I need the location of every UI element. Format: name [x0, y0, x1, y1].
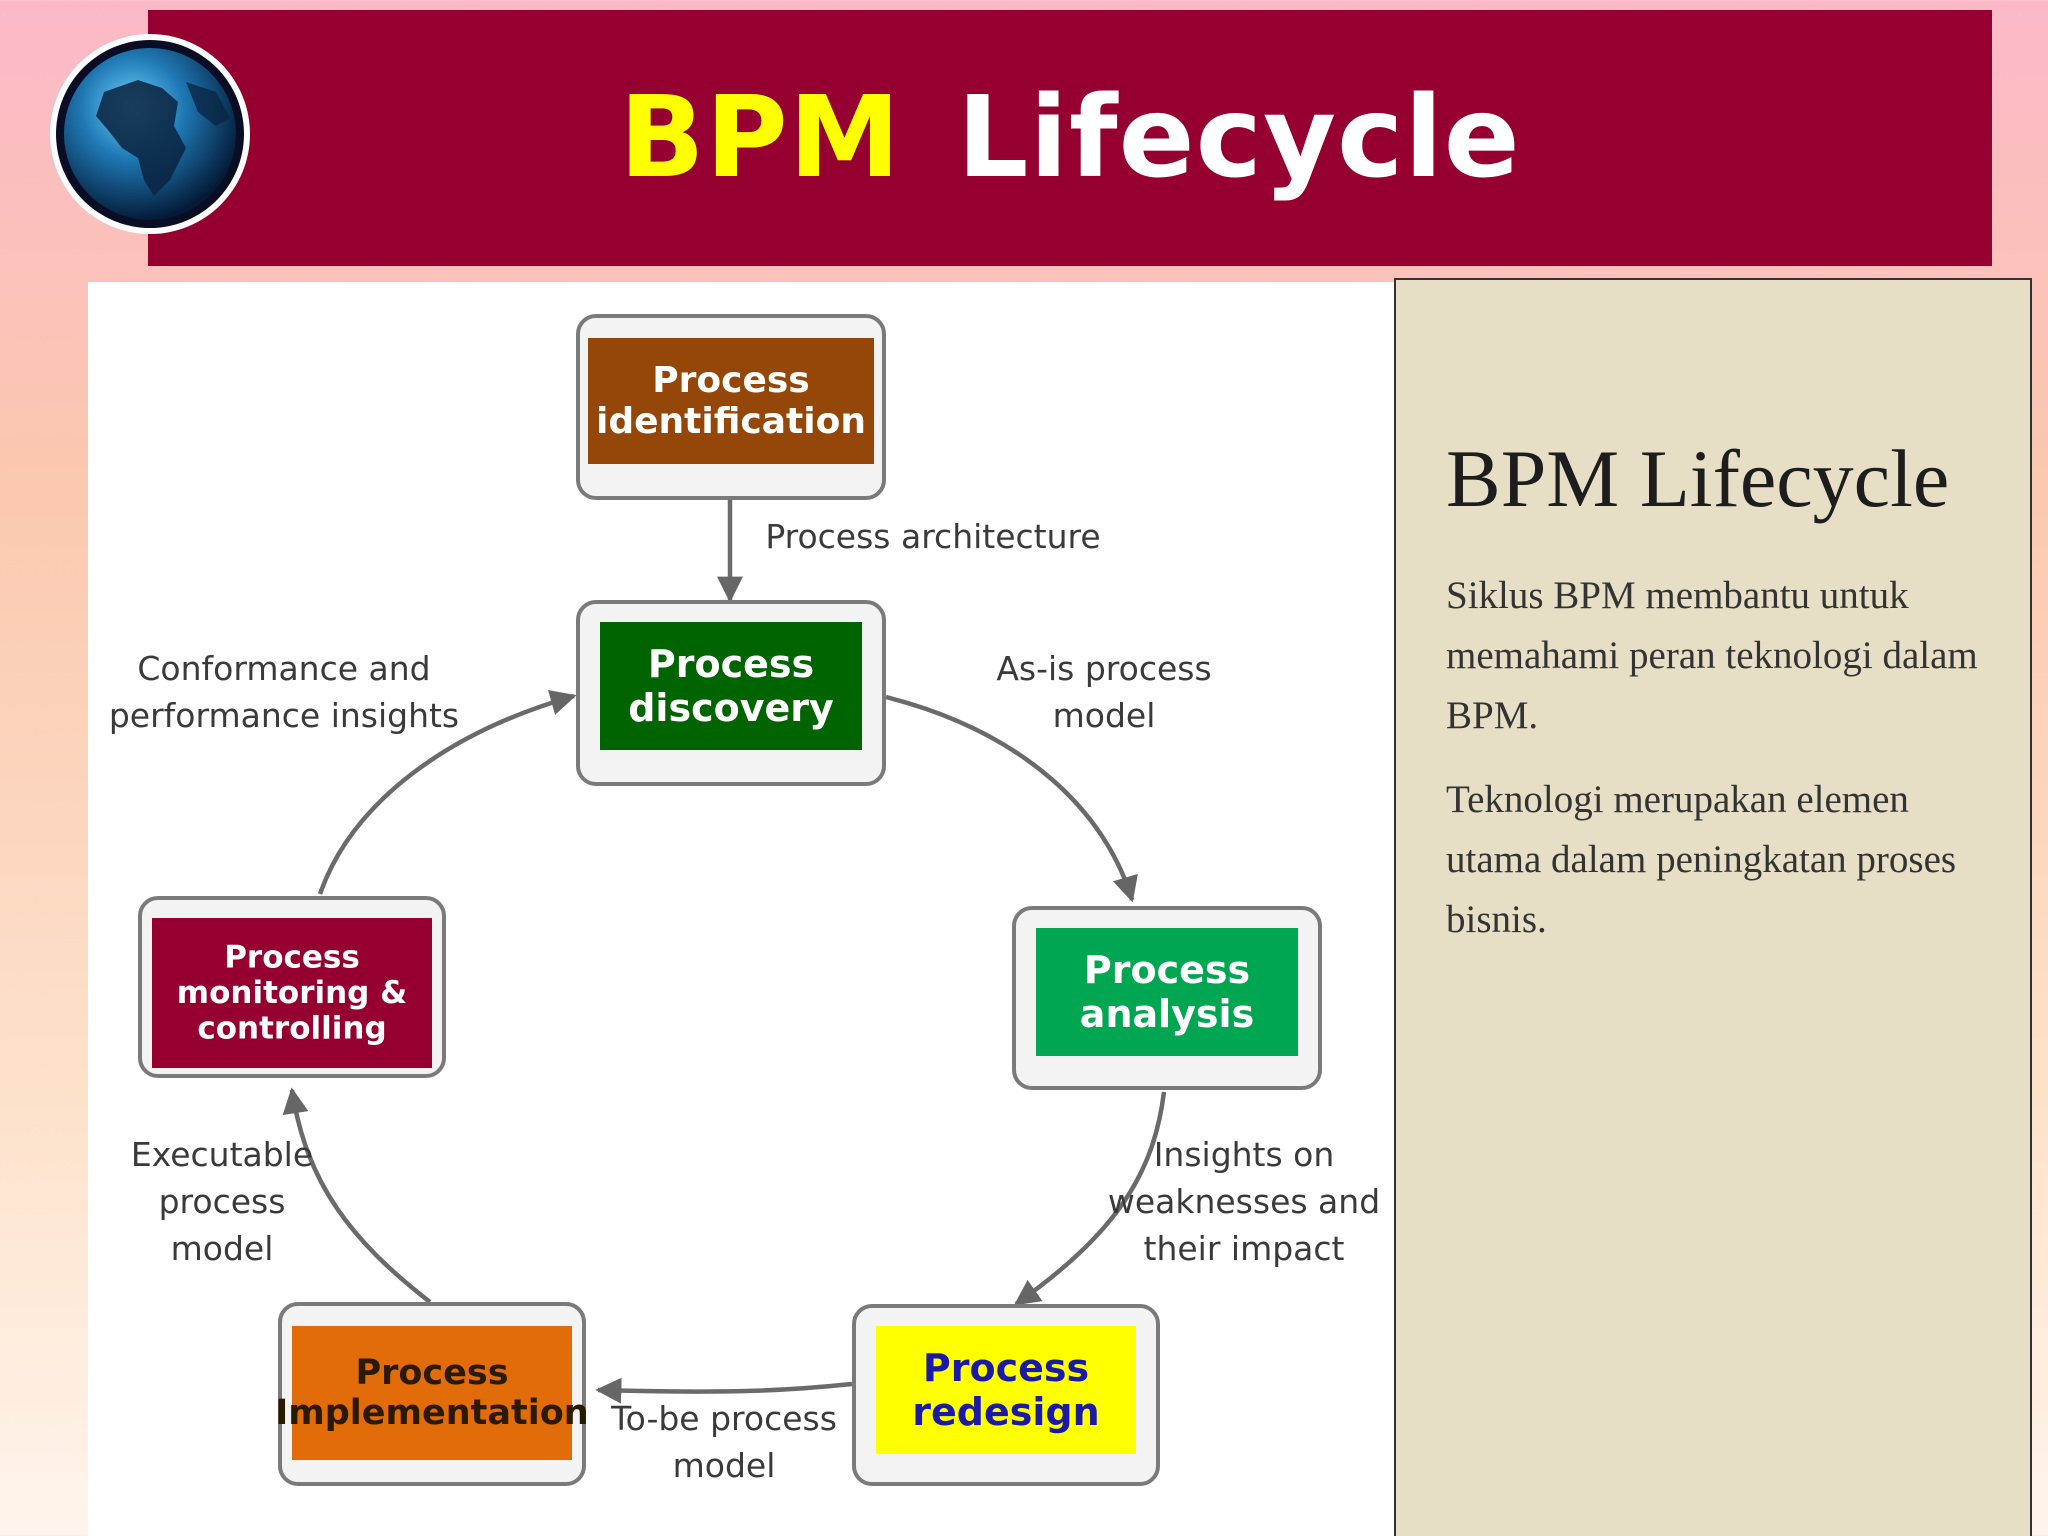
- node-monitoring-fill: [152, 918, 432, 1068]
- lifecycle-diagram: ProcessidentificationProcessdiscoveryPro…: [109, 314, 1380, 1486]
- lifecycle-arrow-2: [885, 694, 1138, 903]
- node-analysis-label: Process: [1084, 948, 1250, 992]
- edge-label-asis: As-is process: [996, 649, 1211, 688]
- lifecycle-arrow-5: [282, 1087, 432, 1304]
- edge-label-tobe: model: [673, 1446, 776, 1485]
- node-monitoring-label: controlling: [197, 1011, 386, 1047]
- node-identification-label: Process: [652, 360, 809, 401]
- node-implementation-label: Implementation: [275, 1393, 588, 1433]
- lifecycle-arrow-3: [1013, 1091, 1167, 1306]
- lifecycle-arrow-4: [595, 1377, 853, 1404]
- edge-label-architecture: Process architecture: [765, 517, 1100, 556]
- side-panel: BPM Lifecycle Siklus BPM membantu untuk …: [1394, 278, 2032, 1536]
- node-identification-label: identification: [596, 401, 866, 442]
- lifecycle-arrow-6: [317, 689, 577, 895]
- title-lifecycle: Lifecycle: [957, 73, 1521, 203]
- edge-label-conformance: Conformance and: [137, 649, 430, 688]
- edge-label-insights: Insights on: [1154, 1135, 1335, 1174]
- node-redesign-fill: [876, 1326, 1136, 1454]
- edge-label-tobe: To-be process: [610, 1399, 837, 1438]
- edge-label-insights: weaknesses and: [1108, 1182, 1380, 1221]
- node-analysis-fill: [1036, 928, 1298, 1056]
- edge-label-conformance: performance insights: [109, 696, 459, 735]
- edge-label-insights: their impact: [1144, 1229, 1345, 1268]
- node-monitoring-label: monitoring &: [177, 975, 407, 1011]
- node-redesign-label: redesign: [912, 1390, 1099, 1434]
- edge-label-executable: model: [171, 1229, 274, 1268]
- node-analysis-label: analysis: [1080, 992, 1254, 1036]
- node-redesign-label: Process: [923, 1346, 1089, 1390]
- side-panel-paragraph-1: Siklus BPM membantu untuk memahami peran…: [1446, 574, 1978, 737]
- page-title: BPM Lifecycle: [148, 10, 1992, 266]
- side-panel-title: BPM Lifecycle: [1446, 433, 1950, 524]
- node-discovery-label: discovery: [628, 686, 834, 730]
- node-implementation-label: Process: [355, 1353, 508, 1393]
- node-monitoring-label: Process: [224, 939, 360, 975]
- edge-label-executable: process: [159, 1182, 286, 1221]
- node-discovery-fill: [600, 622, 862, 750]
- globe-icon: [50, 34, 250, 234]
- node-identification-fill: [588, 338, 874, 464]
- edge-label-asis: model: [1053, 696, 1156, 735]
- title-bpm: BPM: [619, 73, 902, 203]
- node-implementation-fill: [292, 1326, 572, 1460]
- edge-label-executable: Executable: [131, 1135, 313, 1174]
- header-bar: BPM Lifecycle: [148, 10, 1992, 266]
- side-panel-paragraph-2: Teknologi merupakan elemen utama dalam p…: [1446, 778, 1957, 941]
- node-discovery-label: Process: [648, 642, 814, 686]
